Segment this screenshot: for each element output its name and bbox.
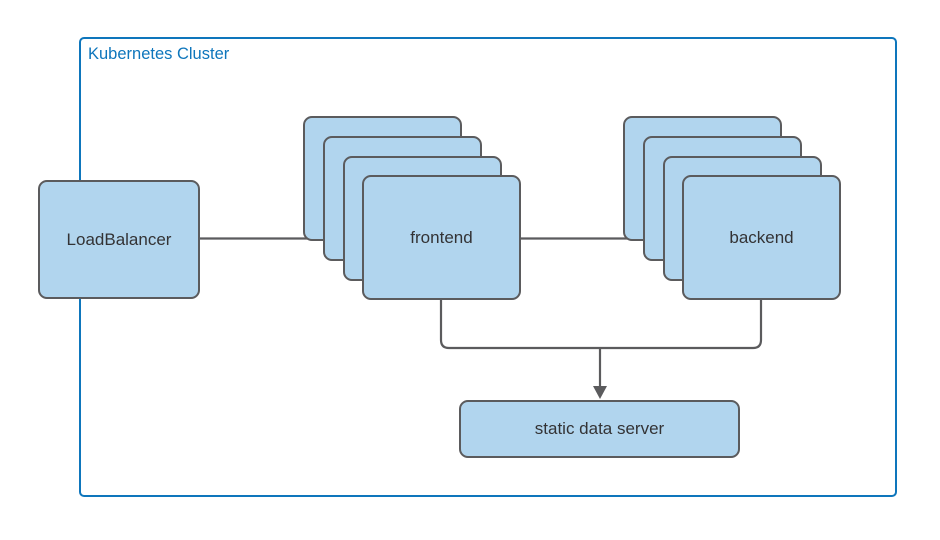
frontend-replica-card-front[interactable]: frontend bbox=[362, 175, 521, 300]
backend-replica-card-front[interactable]: backend bbox=[682, 175, 841, 300]
node-static-data-server[interactable]: static data server bbox=[459, 400, 740, 458]
node-loadbalancer[interactable]: LoadBalancer bbox=[38, 180, 200, 299]
node-loadbalancer-label: LoadBalancer bbox=[66, 229, 172, 249]
kubernetes-cluster-label: Kubernetes Cluster bbox=[88, 45, 230, 63]
node-backend-stack[interactable]: backend bbox=[623, 116, 841, 300]
node-frontend-stack[interactable]: frontend bbox=[303, 116, 521, 300]
node-frontend-label: frontend bbox=[410, 227, 473, 247]
node-static-data-server-label: static data server bbox=[534, 419, 665, 438]
node-backend-label: backend bbox=[729, 227, 794, 247]
